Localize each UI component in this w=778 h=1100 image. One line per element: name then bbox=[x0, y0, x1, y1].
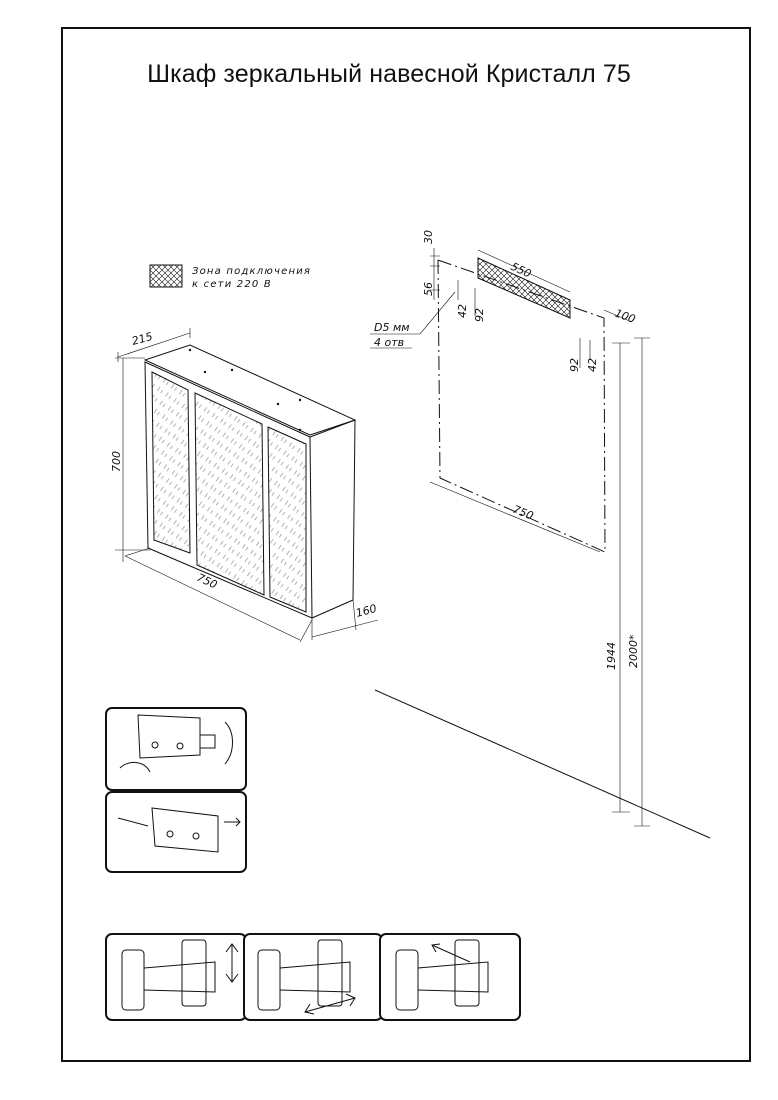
hinge-steps-strip bbox=[105, 933, 521, 1021]
adjuster-body-icon bbox=[137, 714, 201, 759]
dim-depth-top: 215 bbox=[130, 330, 154, 348]
vertical-adjust-arrow-icon bbox=[225, 943, 239, 983]
screwdriver-icon bbox=[117, 817, 149, 827]
legend-connection-zone: Зона подключения к сети 220 В bbox=[149, 264, 311, 290]
dim-width: 750 bbox=[195, 571, 220, 592]
legend-line-2: к сети 220 В bbox=[192, 279, 272, 290]
dim-top-30: 30 bbox=[422, 230, 435, 244]
hinge-adjust-panel-2 bbox=[105, 791, 247, 873]
holes-diameter-label: D5 мм bbox=[374, 321, 410, 334]
dim-left-42: 42 bbox=[456, 304, 469, 318]
rotate-arrow-icon bbox=[224, 721, 233, 765]
adjuster-body-icon-2 bbox=[151, 807, 219, 853]
dim-left-92: 92 bbox=[473, 308, 486, 322]
page-title: Шкаф зеркальный навесной Кристалл 75 bbox=[147, 60, 631, 88]
dim-height: 700 bbox=[110, 451, 123, 472]
dim-right-42: 42 bbox=[586, 358, 599, 372]
connection-zone-hatch bbox=[477, 257, 571, 319]
depth-adjust-arrow-icon bbox=[431, 943, 471, 963]
dim-offset-100: 100 bbox=[613, 307, 637, 326]
hinge-adjust-panel-1 bbox=[105, 707, 247, 791]
holes-count-label: 4 отв bbox=[374, 336, 404, 349]
hatch-swatch-icon bbox=[149, 264, 183, 288]
dim-height-1944: 1944 bbox=[605, 642, 618, 670]
dim-right-92: 92 bbox=[568, 358, 581, 372]
dim-left-56: 56 bbox=[422, 282, 435, 296]
dim-depth-bottom: 160 bbox=[354, 602, 378, 620]
cabinet-isometric-view: 215 700 750 160 bbox=[110, 328, 379, 643]
dim-width-750: 750 bbox=[511, 503, 535, 523]
legend-line-1: Зона подключения bbox=[192, 266, 311, 277]
screwdriver-turn-icon bbox=[119, 762, 151, 773]
dim-height-2000: 2000* bbox=[627, 634, 640, 668]
wall-mounting-view: 550 30 56 42 92 D5 мм 4 отв 100 92 42 75… bbox=[370, 230, 711, 839]
drawing-frame bbox=[61, 27, 751, 1062]
horizontal-adjust-arrow-icon bbox=[304, 993, 356, 1015]
push-arrow-icon bbox=[224, 817, 241, 827]
